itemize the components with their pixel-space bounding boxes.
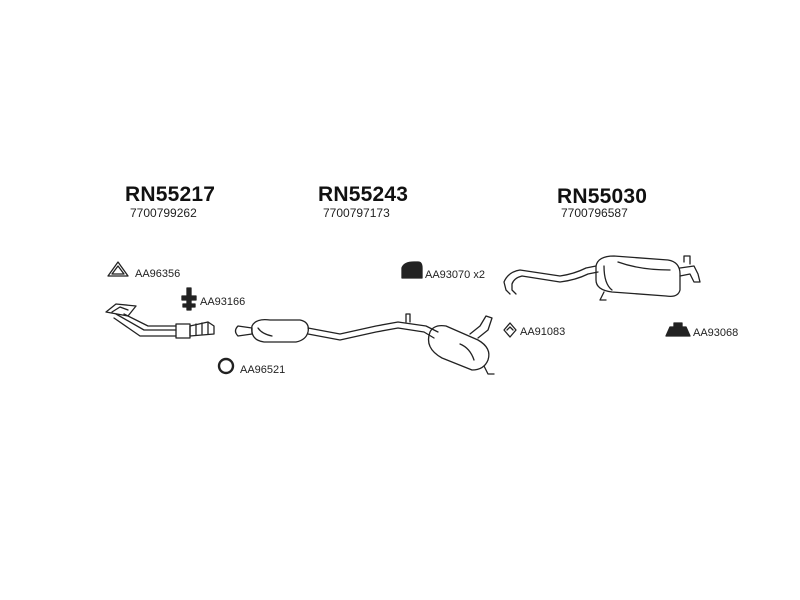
group-2-part-number: RN55243 (318, 183, 409, 206)
group-1-part-number: RN55217 (125, 183, 216, 206)
middle-section-drawing (234, 313, 495, 375)
mount-pad-icon (665, 322, 691, 337)
o-ring-icon (217, 357, 235, 375)
accessory-code-3: AA96521 (240, 364, 286, 376)
accessory-code-5: AA91083 (520, 326, 566, 338)
rubber-mount-icon (401, 261, 423, 279)
clamp-icon (503, 322, 517, 338)
group-3-oem-number: 7700796587 (561, 206, 628, 220)
accessory-code-6: AA93068 (693, 327, 739, 339)
bracket-icon (181, 287, 197, 311)
accessory-code-1: AA96356 (135, 268, 181, 280)
ring-gasket-icon (107, 261, 129, 277)
accessory-code-2: AA93166 (200, 296, 246, 308)
group-1-oem-number: 7700799262 (130, 206, 197, 220)
front-pipe-drawing (105, 303, 215, 339)
group-3-part-number: RN55030 (557, 185, 648, 208)
accessory-code-4: AA93070 x2 (425, 269, 485, 281)
group-2-oem-number: 7700797173 (323, 206, 390, 220)
rear-section-drawing (503, 255, 701, 301)
